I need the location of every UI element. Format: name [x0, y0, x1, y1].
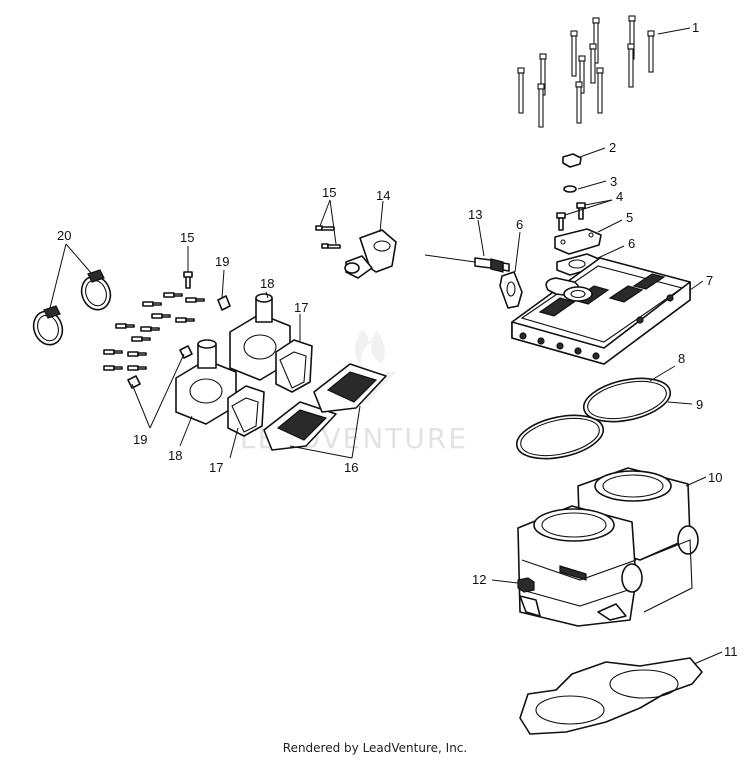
callout-11: 11: [724, 644, 738, 659]
callout-19b: 19: [133, 432, 147, 447]
callout-20: 20: [57, 228, 71, 243]
water-outlet-elbow: [344, 229, 397, 279]
callout-4: 4: [616, 189, 623, 204]
temperature-sensor: [424, 254, 510, 273]
drain-plug: [517, 577, 535, 593]
reed-spacer-upper: [275, 339, 313, 393]
callout-5: 5: [626, 210, 633, 225]
callout-1: 1: [692, 20, 699, 35]
cylinder-assembly: [517, 467, 699, 627]
callout-6b: 6: [628, 236, 635, 251]
elbow-screws: [315, 225, 341, 249]
callout-15b: 15: [180, 230, 194, 245]
callout-18b: 18: [168, 448, 182, 463]
washer: [563, 185, 577, 193]
head-bolts: [517, 15, 655, 128]
callout-13: 13: [468, 207, 482, 222]
callout-17a: 17: [294, 300, 308, 315]
callout-16: 16: [344, 460, 358, 475]
footer-credit: Rendered by LeadVenture, Inc.: [282, 741, 468, 755]
callout-2: 2: [609, 140, 616, 155]
callout-10: 10: [708, 470, 722, 485]
callout-8: 8: [678, 351, 685, 366]
callout-3: 3: [610, 174, 617, 189]
callout-14: 14: [376, 188, 390, 203]
callout-12: 12: [472, 572, 486, 587]
cover-screws: [556, 202, 586, 231]
sensor-gasket: [499, 271, 523, 309]
reed-screws: [103, 271, 205, 371]
callout-19a: 19: [215, 254, 229, 269]
callout-9: 9: [696, 397, 703, 412]
nut: [562, 153, 582, 168]
callout-15a: 15: [322, 185, 336, 200]
callout-18a: 18: [260, 276, 274, 291]
reed-spacer-lower: [227, 385, 265, 437]
callout-17b: 17: [209, 460, 223, 475]
head-o-ring-8: [515, 414, 605, 460]
base-gasket: [519, 657, 703, 735]
callout-7: 7: [706, 273, 713, 288]
thermostat-cover: [554, 228, 602, 255]
reed-valves: [263, 363, 387, 451]
cylinder-head: [511, 257, 691, 365]
head-o-ring-9: [582, 377, 672, 423]
hose-clamps: [32, 269, 112, 346]
reed-cage-right: [229, 293, 291, 381]
callout-6a: 6: [516, 217, 523, 232]
